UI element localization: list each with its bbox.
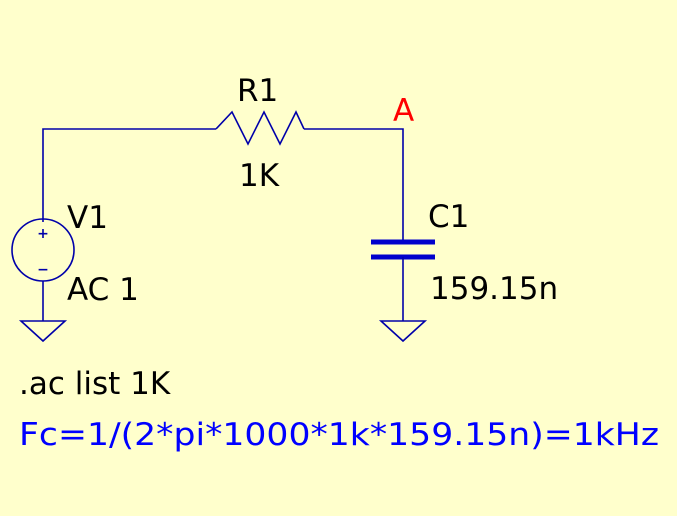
source-plus-sign: +	[37, 226, 49, 242]
voltage-source-v1-value[interactable]: AC 1	[67, 272, 139, 308]
capacitor-c1-name[interactable]: C1	[428, 199, 469, 235]
ground-icon[interactable]	[378, 320, 428, 343]
ground-icon[interactable]	[18, 320, 68, 343]
capacitor-c1-value[interactable]: 159.15n	[430, 271, 558, 307]
spice-directive[interactable]: .ac list 1K	[19, 366, 171, 402]
wire-r1-to-node-a[interactable]	[304, 128, 404, 240]
wire-v1-to-r1[interactable]	[42, 128, 216, 222]
formula-comment[interactable]: Fc=1/(2*pi*1000*1k*159.15n)=1kHz	[19, 417, 659, 453]
resistor-r1-symbol[interactable]	[215, 110, 305, 146]
resistor-r1-value[interactable]: 1K	[239, 158, 280, 194]
net-label-a[interactable]: A	[393, 93, 414, 129]
resistor-r1-name[interactable]: R1	[237, 73, 278, 109]
source-minus-sign: −	[37, 262, 49, 278]
voltage-source-v1-name[interactable]: V1	[67, 200, 108, 236]
